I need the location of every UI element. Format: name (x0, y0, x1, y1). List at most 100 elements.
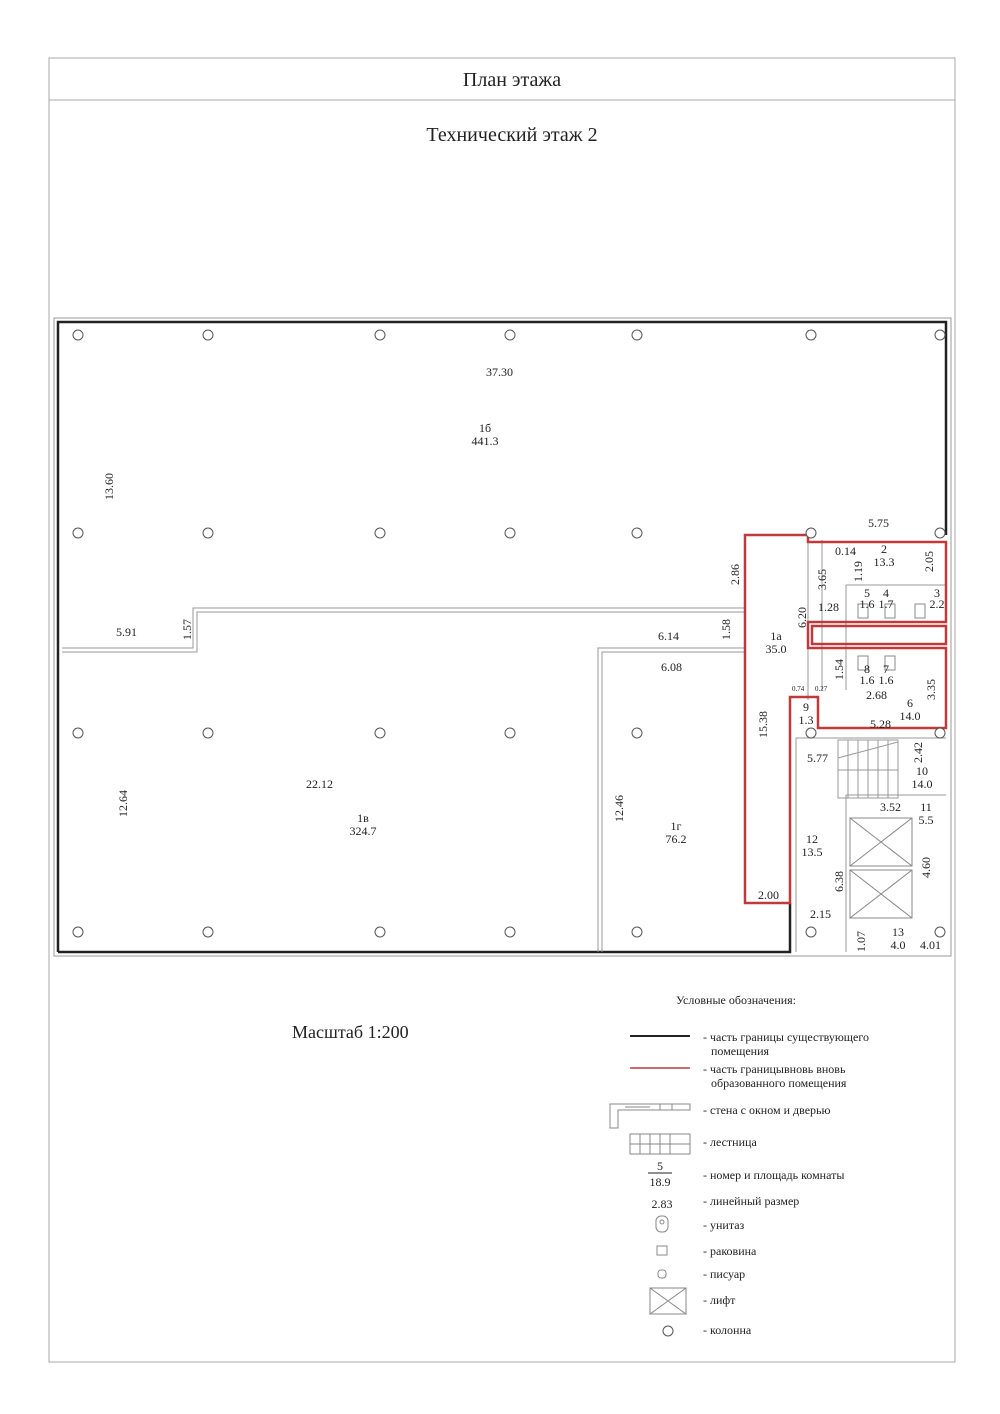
room-area: 1.6 (860, 597, 875, 611)
room-area: 35.0 (766, 642, 787, 656)
room-number: 1г (671, 819, 682, 833)
room-9: 91.3 (799, 700, 814, 727)
room-area: 441.3 (472, 434, 499, 448)
column-icon (934, 329, 946, 341)
elevator-icon (649, 1287, 687, 1315)
room-number: 12 (806, 832, 818, 846)
legend-label: - часть границывновь вновь (703, 1062, 846, 1076)
legend-label: - унитаз (703, 1218, 745, 1232)
dimension-label: 22.12 (306, 777, 333, 791)
room-6: 614.0 (900, 696, 921, 723)
column-icon (631, 727, 643, 739)
existing-boundary (56, 320, 948, 952)
dimension-label: 3.35 (924, 679, 938, 700)
room-2: 213.3 (874, 542, 895, 569)
dimension-label: 1.58 (719, 619, 733, 640)
legend-label: - писуар (703, 1267, 745, 1281)
columns (72, 329, 946, 938)
dimension-label: 4.01 (920, 938, 941, 952)
room-number: 5 (864, 586, 870, 600)
column-icon (805, 329, 817, 341)
existing-boundary-bottom (58, 903, 792, 954)
column-icon (202, 329, 214, 341)
dimension-label: 1.54 (832, 659, 846, 680)
dimension-label: 12.46 (612, 795, 626, 822)
dimension-label: 1.07 (854, 931, 868, 952)
dimension-label: 1.28 (818, 600, 839, 614)
legend-label: - номер и площадь комнаты (703, 1168, 844, 1182)
room-11: 115.5 (919, 800, 934, 827)
legend-label: - лестница (703, 1135, 757, 1149)
room-7: 71.6 (879, 662, 894, 687)
room-3: 32.2 (930, 586, 945, 611)
room-number: 2 (881, 542, 887, 556)
dimension-label: 37.30 (486, 365, 513, 379)
room-5: 51.6 (860, 586, 875, 611)
internal-wall (62, 607, 745, 653)
room-number: 13 (892, 925, 904, 939)
dimension-label: 3.52 (880, 800, 901, 814)
room-number: 8 (864, 662, 870, 676)
elevator-icon (849, 817, 913, 919)
sink-icon (656, 1245, 668, 1256)
dimension-label: 2.68 (866, 688, 887, 702)
column-icon (934, 926, 946, 938)
dimension-label: 2.05 (922, 551, 936, 572)
dimension-label: 0.14 (835, 544, 856, 558)
room-area: 1.6 (879, 673, 894, 687)
legend-sample-area: 18.9 (650, 1175, 671, 1189)
dimension-label: 6.08 (661, 660, 682, 674)
dimension-label: 2.15 (810, 907, 831, 921)
dimension-label: 6.14 (658, 629, 679, 643)
dimension-label: 6.38 (832, 871, 846, 892)
room-area: 76.2 (666, 832, 687, 846)
room-13: 134.0 (891, 925, 906, 952)
column-icon (374, 727, 386, 739)
legend: Условные обозначения: - часть границы су… (609, 993, 869, 1337)
column-icon (504, 527, 516, 539)
dimension-label: 13.60 (102, 473, 116, 500)
column-icon (805, 527, 817, 539)
dimension-label: 5.77 (807, 751, 828, 765)
column-icon (374, 527, 386, 539)
room-area: 324.7 (350, 824, 377, 838)
column-icon (72, 926, 84, 938)
scale-label: Масштаб 1:200 (292, 1022, 409, 1042)
room-area: 1.3 (799, 713, 814, 727)
room-area: 4.0 (891, 938, 906, 952)
urinal-icon (657, 1269, 667, 1279)
internal-wall-1g (597, 647, 745, 952)
room-number: 6 (907, 696, 913, 710)
wall-window-door-icon (609, 1103, 691, 1129)
legend-sample-dimension: 2.83 (652, 1197, 673, 1211)
column-icon (631, 926, 643, 938)
dimension-label: 1.57 (180, 619, 194, 640)
outer-wall (53, 317, 952, 957)
room-area: 14.0 (912, 777, 933, 791)
sheet-border (48, 57, 956, 1363)
column-icon (631, 527, 643, 539)
column-icon (805, 727, 817, 739)
room-number: 4 (883, 586, 889, 600)
legend-sample-number: 5 (657, 1159, 663, 1173)
sheet-title: План этажа (463, 69, 561, 91)
column-icon (202, 527, 214, 539)
legend-label: образованного помещения (711, 1076, 847, 1090)
column-icon (934, 527, 946, 539)
room-number: 1б (479, 421, 491, 435)
legend-label: - часть границы существующего (703, 1030, 869, 1044)
legend-label: - колонна (703, 1323, 752, 1337)
column-icon (374, 926, 386, 938)
room-number: 10 (916, 764, 928, 778)
room-area: 1.6 (860, 673, 875, 687)
column-icon (374, 329, 386, 341)
column-icon (72, 527, 84, 539)
room-area: 5.5 (919, 813, 934, 827)
